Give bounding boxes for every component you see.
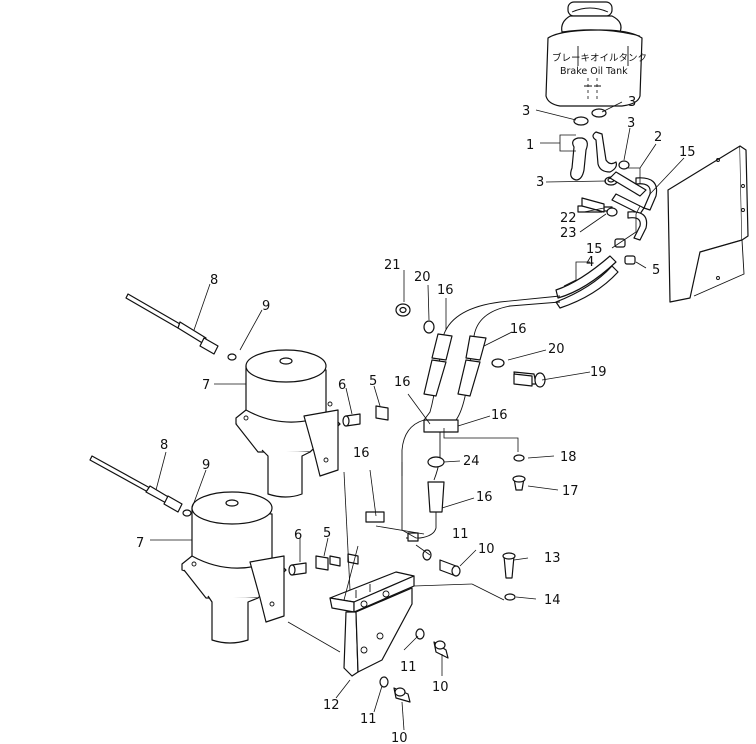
callout-17: 17 (562, 484, 579, 499)
callout-numbers: 1 2 3 3 3 3 4 5 5 5 6 6 7 7 8 8 9 9 10 1… (136, 95, 696, 744)
tank-label-jp: ブレーキオイルタンク (552, 52, 647, 64)
callout-10: 10 (432, 680, 449, 695)
callout-15: 15 (586, 242, 603, 257)
callout-18: 18 (560, 450, 577, 465)
callout-11: 11 (360, 712, 377, 727)
tank-label-en: Brake Oil Tank (560, 66, 628, 77)
callout-16: 16 (476, 490, 493, 505)
brake-booster-upper (235, 349, 341, 498)
callout-7: 7 (136, 536, 144, 551)
callout-22: 22 (560, 211, 577, 226)
callout-10: 10 (391, 731, 408, 744)
panel-hose-fittings (577, 171, 658, 265)
callout-9: 9 (202, 458, 210, 473)
callout-8: 8 (210, 273, 218, 288)
callout-20: 20 (548, 342, 565, 357)
callout-16: 16 (353, 446, 370, 461)
callout-15: 15 (679, 145, 696, 160)
callout-5: 5 (369, 374, 377, 389)
callout-24: 24 (463, 454, 480, 469)
main-hoses (365, 255, 619, 542)
callout-16: 16 (510, 322, 527, 337)
callout-13: 13 (544, 551, 561, 566)
callout-10: 10 (478, 542, 495, 557)
callout-14: 14 (544, 593, 561, 608)
mounting-bracket (329, 571, 415, 677)
callout-9: 9 (262, 299, 270, 314)
brake-oil-tank: ブレーキオイルタンク Brake Oil Tank (545, 1, 647, 107)
callout-16: 16 (437, 283, 454, 298)
callout-12: 12 (323, 698, 340, 713)
callout-1: 1 (526, 138, 534, 153)
tank-fittings (570, 108, 630, 186)
callout-3: 3 (536, 175, 544, 190)
callout-19: 19 (590, 365, 607, 380)
callout-20: 20 (414, 270, 431, 285)
bolts-and-washers (379, 197, 605, 703)
callout-3: 3 (628, 95, 636, 110)
callout-8: 8 (160, 438, 168, 453)
callout-6: 6 (294, 528, 302, 543)
callout-5: 5 (323, 526, 331, 541)
callout-5: 5 (652, 263, 660, 278)
callout-16: 16 (394, 375, 411, 390)
leader-lines (150, 101, 685, 731)
callout-11: 11 (452, 527, 469, 542)
brake-booster-lower (181, 491, 287, 644)
callout-7: 7 (202, 378, 210, 393)
small-fittings (288, 405, 389, 576)
callout-2: 2 (654, 130, 662, 145)
callout-3: 3 (522, 104, 530, 119)
callout-11: 11 (400, 660, 417, 675)
callout-23: 23 (560, 226, 577, 241)
callout-21: 21 (384, 258, 401, 273)
callout-3: 3 (627, 116, 635, 131)
mounting-panel (667, 145, 749, 303)
callout-6: 6 (338, 378, 346, 393)
callout-4: 4 (586, 255, 594, 270)
callout-16: 16 (491, 408, 508, 423)
push-rods (89, 293, 237, 517)
